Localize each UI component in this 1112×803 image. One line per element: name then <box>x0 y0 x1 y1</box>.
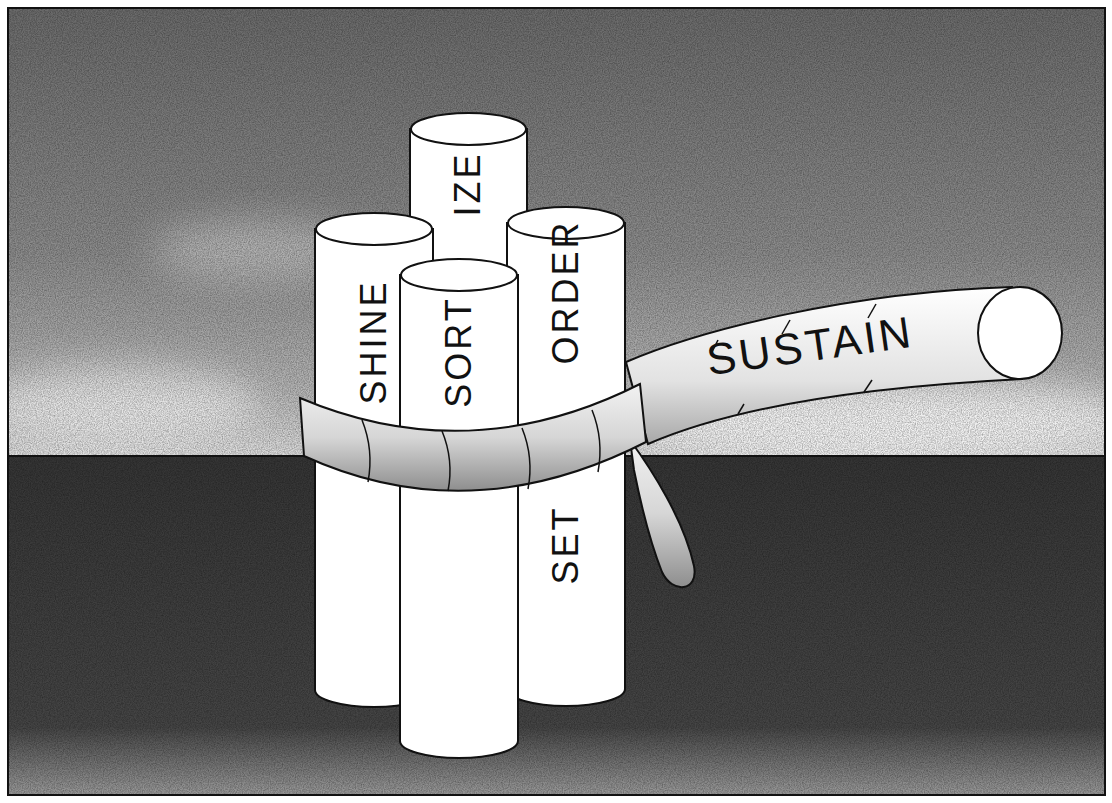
rope-twist <box>738 404 744 414</box>
rope-outline <box>290 280 1090 600</box>
rope-end <box>978 287 1062 379</box>
rope-strand <box>592 410 600 472</box>
pillar-label: SHINE <box>356 279 392 404</box>
pillar-label: IZE <box>450 151 486 216</box>
rope-twist <box>864 380 872 392</box>
cylinder-top <box>411 113 526 145</box>
cylinder-top <box>316 213 432 245</box>
frame <box>8 8 1105 795</box>
rope-band: SUSTAIN <box>290 280 1090 600</box>
grain-texture <box>8 8 1105 795</box>
rope-strand <box>362 420 370 482</box>
pillar-label: SET <box>548 505 584 584</box>
cylinder-top <box>401 259 517 291</box>
pillar-label: SORT <box>441 296 477 407</box>
rope-wrap <box>300 384 646 491</box>
cylinder-body <box>400 275 518 758</box>
pillar-cylinder: SORT <box>400 258 518 758</box>
pillar-label: ORDER <box>548 219 584 364</box>
rope-strand <box>442 431 450 491</box>
rope-loop <box>630 440 695 587</box>
rope-strand <box>522 428 530 489</box>
rope-tail <box>626 287 1022 444</box>
